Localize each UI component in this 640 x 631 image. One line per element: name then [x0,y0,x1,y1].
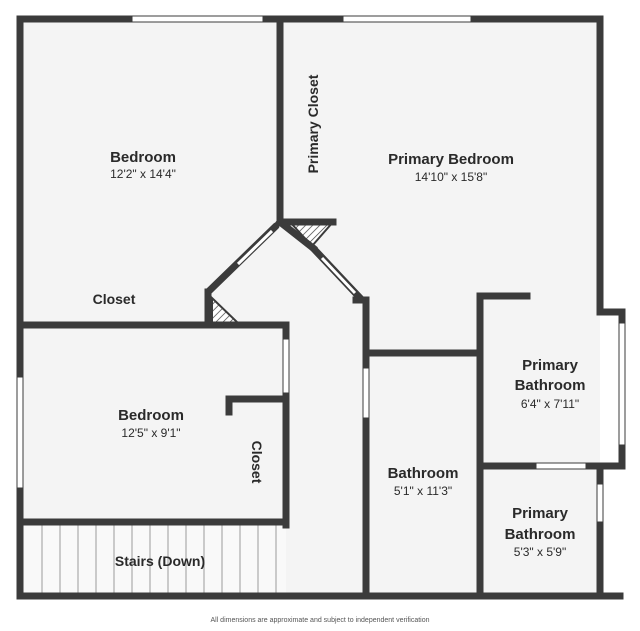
window-bathroom-left [362,367,370,419]
window-primary-top [342,15,472,23]
label-closet-2: Closet [249,441,265,484]
label-closet-1: Closet [93,291,136,307]
room-name-bathroom: Bathroom [388,465,459,482]
room-name-primary-bedroom: Primary Bedroom [388,151,514,168]
label-primary-closet: Primary Closet [305,74,321,173]
floor [20,20,600,596]
room-dims-primary-bathroom-2: 5'3" x 5'9" [514,545,566,559]
room-dims-bathroom: 5'1" x 11'3" [394,484,452,498]
room-dims-primary-bathroom-1: 6'4" x 7'11" [521,397,579,411]
room-dims-bedroom-1: 12'2" x 14'4" [110,167,176,181]
room-name-bedroom-2: Bedroom [118,407,184,424]
room-dims-primary-bedroom: 14'10" x 15'8" [415,170,488,184]
room-name-primary-bathroom-2-line2: Bathroom [505,526,576,543]
window-bedroom-top [131,15,264,23]
room-name-primary-bathroom-1-line2: Bathroom [515,377,586,394]
windows [16,15,626,523]
room-name-primary-bathroom-1-line1: Primary [522,357,579,374]
room-dims-bedroom-2: 12'5" x 9'1" [121,426,180,440]
disclaimer-text: All dimensions are approximate and subje… [210,617,430,624]
door-primary-bath-divider [535,462,587,470]
room-name-bedroom-1: Bedroom [110,149,176,166]
diagonal-windows [236,229,357,295]
window-primary-bath [618,322,626,446]
stairs [22,525,286,595]
window-primary-bath-2 [596,483,604,523]
room-name-primary-bathroom-2-line1: Primary [512,505,569,522]
label-stairs: Stairs (Down) [115,553,205,569]
window-bedroom2-left [16,376,24,489]
window-bedroom2-right [282,338,290,394]
